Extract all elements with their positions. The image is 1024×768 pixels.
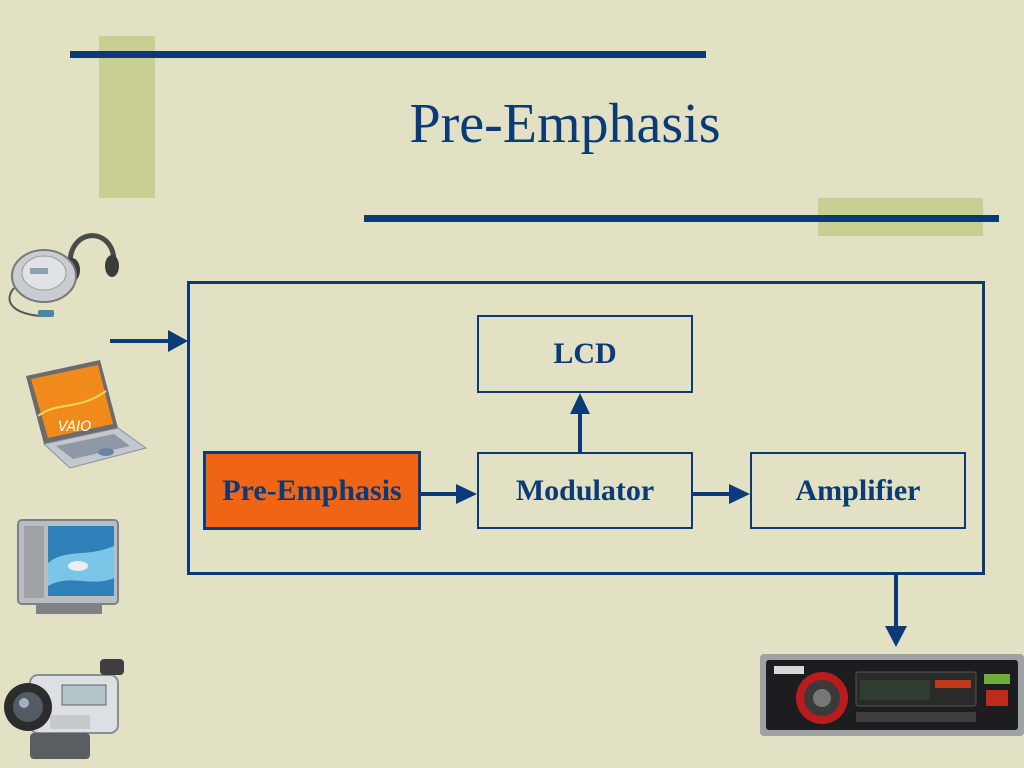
svg-text:VAIO: VAIO <box>58 419 91 435</box>
pre-emphasis-block: Pre-Emphasis <box>203 451 421 530</box>
amplifier-block: Amplifier <box>750 452 966 529</box>
lcd-label: LCD <box>553 337 617 370</box>
camcorder-icon <box>4 659 124 759</box>
modulator-label: Modulator <box>515 473 655 507</box>
amplifier-label: Amplifier <box>795 473 921 507</box>
modulator-block: Modulator <box>477 452 693 529</box>
car-stereo-icon <box>760 654 1024 736</box>
slide-title: Pre-Emphasis <box>409 93 721 155</box>
cd-player-headphones-icon <box>8 233 119 317</box>
lcd-block: LCD <box>477 315 693 393</box>
pre-emphasis-label: Pre-Emphasis <box>222 473 402 507</box>
top-rule <box>70 51 706 58</box>
output-arrow <box>885 572 907 647</box>
bottom-rule <box>364 215 999 222</box>
laptop-icon: VAIO <box>26 360 148 469</box>
system-frame <box>187 281 985 575</box>
modulator-to-lcd-arrow <box>570 393 590 452</box>
television-icon <box>17 519 119 614</box>
pre-emphasis-to-modulator-arrow <box>421 484 477 504</box>
modulator-to-amplifier-arrow <box>693 484 750 504</box>
accent-block-left <box>99 36 155 198</box>
input-arrow <box>110 330 188 352</box>
